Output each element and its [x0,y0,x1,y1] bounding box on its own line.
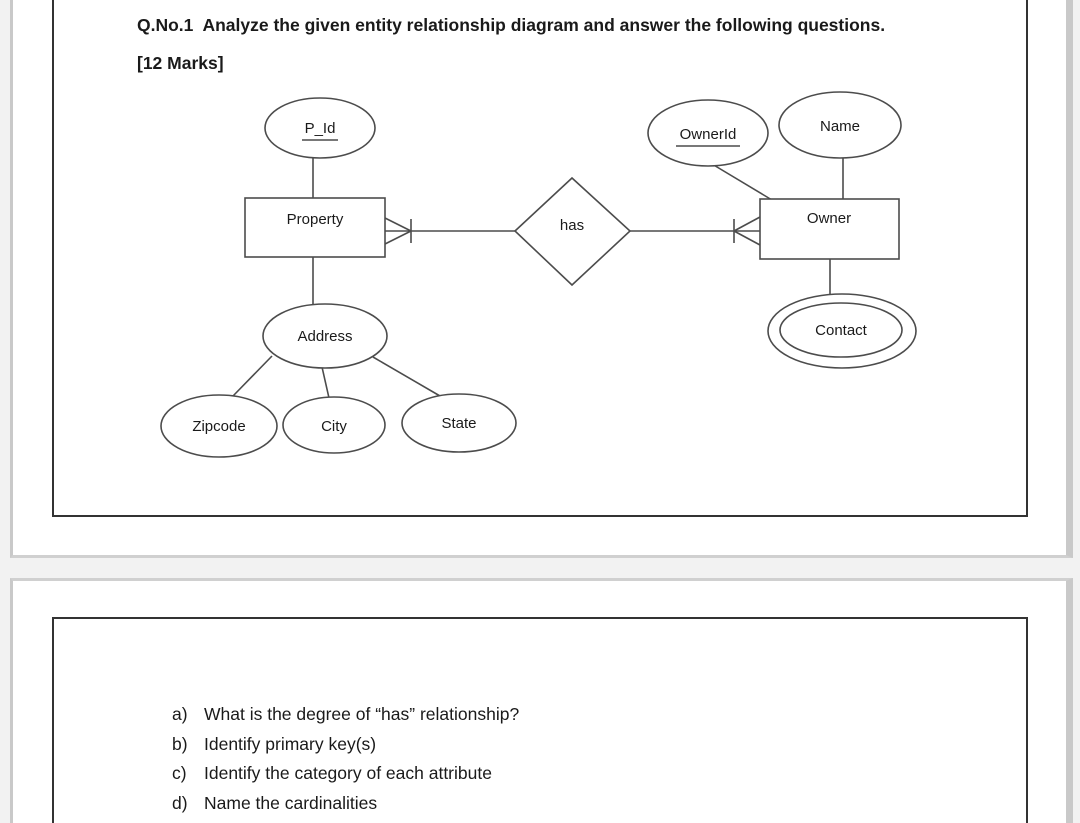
attribute-name-ellipse [778,91,902,159]
attribute-city-ellipse [282,396,386,454]
attribute-zipcode-ellipse [160,394,278,458]
attribute-state-ellipse [401,393,517,453]
question-item-b: b) Identify primary key(s) [172,733,519,755]
relationship-has-label: has [560,217,584,234]
entity-property-label: Property [287,211,344,228]
connector-address-zipcode [232,355,273,397]
question-frame-1 [52,0,1028,517]
question-b-label: b) [172,733,188,754]
connector-ownerid-owner [711,163,773,201]
question-list: a) What is the degree of “has” relations… [172,703,519,821]
connector-address-state [372,356,441,397]
attribute-zipcode-label: Zipcode [192,418,245,435]
attribute-address-label: Address [297,328,352,345]
question-c-label: c) [172,763,187,783]
entity-property-rect [244,197,386,258]
attribute-ownerid-ellipse [647,99,769,167]
marks-label: [12 Marks] [137,53,224,73]
attribute-contact-inner-ellipse [779,302,903,358]
question-frame-2 [52,617,1028,823]
question-a-text: What is the degree of “has” relationship… [204,704,520,724]
relationship-has-diamond [513,176,632,287]
question-b-text: Identify primary key(s) [204,733,377,754]
attribute-state-label: State [441,415,476,432]
connector-address-city [321,366,330,399]
attribute-address-ellipse [262,303,388,369]
crows-foot-owner-icon [733,216,761,246]
question-title: Q.No.1 Analyze the given entity relation… [137,15,886,35]
question-item-d: d) Name the cardinalities [172,792,519,814]
attribute-pid-ellipse [264,97,376,159]
question-c-text: Identify the category of each attribute [204,763,492,783]
entity-owner-label: Owner [807,210,851,227]
question-item-a: a) What is the degree of “has” relations… [172,703,519,725]
attribute-name-label: Name [820,118,860,135]
attribute-pid-label: P_Id [305,120,336,137]
document-page-1 [10,0,1073,558]
question-a-label: a) [172,704,188,724]
attribute-city-label: City [321,418,347,435]
question-d-text: Name the cardinalities [204,792,378,813]
attribute-contact-label: Contact [815,322,868,339]
entity-owner-rect [759,198,900,260]
crows-foot-property-icon [384,217,412,245]
question-item-c: c) Identify the category of each attribu… [172,762,519,784]
attribute-ownerid-label: OwnerId [680,126,737,143]
question-d-label: d) [172,792,188,813]
